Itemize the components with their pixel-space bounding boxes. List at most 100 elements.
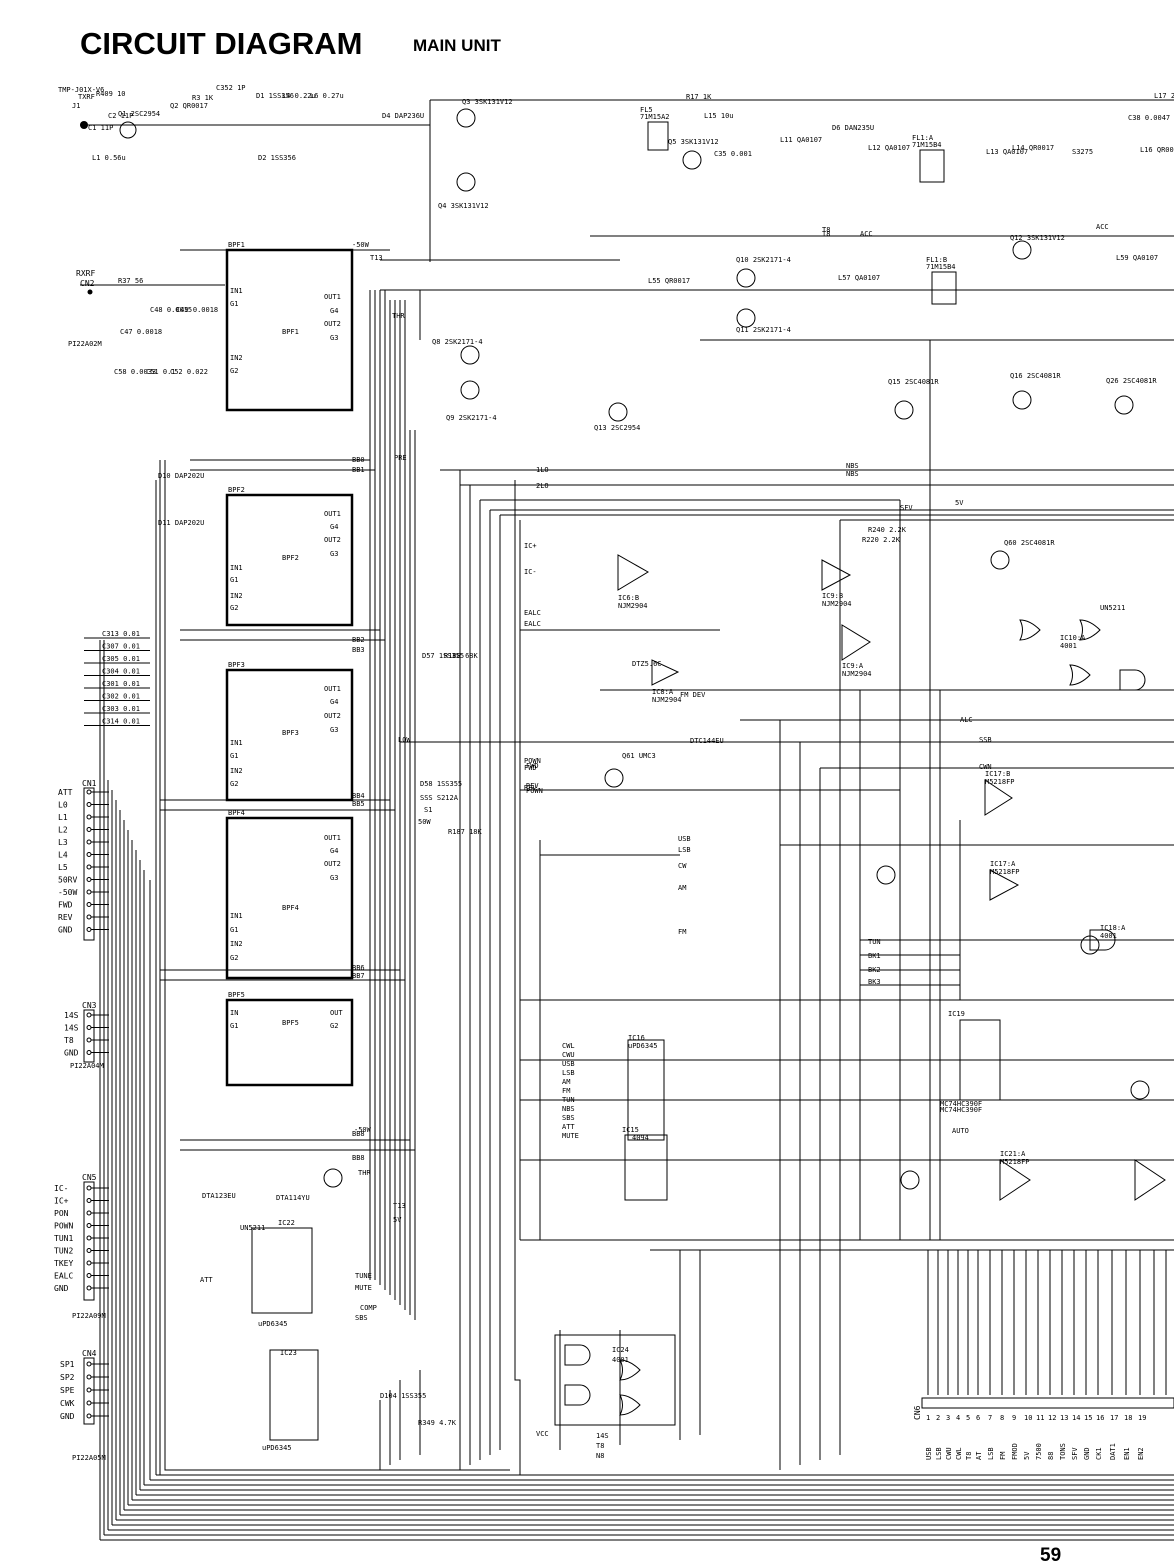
transistor-label-13: Q60 2SC4081R [1004, 539, 1055, 547]
filter-fl1b-ref: FL1:B [926, 256, 947, 264]
bpf5-pin-g1: G1 [230, 1022, 238, 1030]
cn1-pin-0: ATT [58, 788, 73, 797]
cn5-pin-dot-5 [86, 1248, 92, 1253]
misc-label-24: N8 [596, 1452, 604, 1460]
cn3-connector: CN3 PI22A04M [70, 1001, 104, 1070]
bpf4-pin-g4: G4 [330, 847, 338, 855]
bpf2-label: BPF2 [282, 554, 299, 562]
cn5-pin-dot-1 [86, 1198, 92, 1203]
part-label-36: D57 1SS355 [422, 652, 464, 660]
cn3-pin-1: 14S [64, 1024, 79, 1033]
cn5-pin-4: TUN1 [54, 1234, 73, 1243]
ic19-box: IC19 MC74HC390F [940, 1010, 1001, 1114]
ic15-ref: IC15 [622, 1126, 639, 1134]
part-label-42: R187 18K [448, 828, 483, 836]
misc-label-14: T13 [393, 1202, 406, 1210]
filter-fl1a-part: 71M15B4 [912, 141, 942, 149]
opamp-part-8: NJM2904 [842, 670, 872, 678]
misc-label-2: EALC [524, 620, 541, 628]
cn1-pin-dot-2 [86, 814, 92, 820]
net-label-36: AUTO [952, 1127, 969, 1135]
net-label-26: CWN [979, 763, 992, 771]
opamp-part-6: NJM2904 [618, 602, 648, 610]
cn5-pin-dot-6 [86, 1260, 92, 1266]
ic15-part: 4094 [632, 1134, 649, 1142]
cn3-pin-2: T8 [64, 1036, 74, 1045]
bus-label-8: SBS [562, 1114, 575, 1122]
transistor-label-2: Q4 3SK131V12 [438, 202, 489, 210]
ic22-part: uPD6345 [258, 1320, 288, 1328]
opamp-ref-11: IC17:A [990, 860, 1016, 868]
cap-bank-item-6: C303 0.01 [102, 705, 140, 713]
opamp-ref-13: IC10:A [1060, 634, 1086, 642]
cn1-pin-dot-1 [86, 802, 92, 807]
cn6-title: CN6 [913, 1405, 922, 1420]
bus-label-4: AM [562, 1078, 570, 1086]
cn4-connector: CN4 PI22A05M [72, 1349, 106, 1462]
part-label-11: C1 11P [88, 124, 113, 132]
cap-bank-item-3: C304 0.01 [102, 668, 140, 676]
bpf3-pin-in1: IN1 [230, 739, 243, 747]
cn6-pin-12: TONS [1059, 1443, 1067, 1460]
opamp-ref-9: IC8:A [652, 688, 674, 696]
transistor-label-12: Q26 2SC4081R [1106, 377, 1157, 385]
ic22-ref: IC22 [278, 1219, 295, 1227]
ic19-part: MC74HC390F [940, 1106, 982, 1114]
cn6-pin-14: GND [1083, 1447, 1091, 1460]
transistors [119, 108, 1150, 1190]
cn5-pin-7: EALC [54, 1272, 73, 1281]
bpf5-label: BPF5 [282, 1019, 299, 1027]
part-label-14: C49 0.0018 [176, 306, 218, 314]
bpf3-label: BPF3 [282, 729, 299, 737]
cn3-pin-dot-0 [86, 1012, 92, 1018]
net-label-29: CW [678, 862, 687, 870]
bus-label-5: FM [562, 1087, 570, 1095]
misc-label-22: 14S [596, 1432, 609, 1440]
cn1-pin-8: -50W [58, 888, 77, 897]
cn6-pin-4: T8 [965, 1452, 973, 1460]
cn6-pin-3: CWL [955, 1447, 963, 1460]
cn1-connector: CN1 [82, 779, 97, 941]
transistor-label-4: Q8 2SK2171-4 [432, 338, 483, 346]
part-label-21: L59 QA0107 [1116, 254, 1158, 262]
cn6-pin-num-6: 7 [988, 1414, 992, 1422]
part-label-46: D104 1SS355 [380, 1392, 426, 1400]
transistor-label-14: Q61 UMC3 [622, 752, 656, 760]
cn5-pin-dot-7 [86, 1273, 92, 1278]
bpf4-pin-out1: OUT1 [324, 834, 341, 842]
cn1-pin-dot-10 [86, 914, 92, 920]
net-label-21: REV [524, 784, 537, 792]
bpf2-pin-in2: IN2 [230, 592, 243, 600]
part-label-35: R220 2.2K [862, 536, 901, 544]
bus-label-6: TUN [562, 1096, 575, 1104]
transistor-label-9: Q13 2SC2954 [594, 424, 640, 432]
cn4-part: PI22A05M [72, 1454, 106, 1462]
misc-label-9: DTA114YU [276, 1194, 310, 1202]
net-label-15: 2LO [536, 482, 549, 490]
ic24-ref: IC24 [612, 1346, 629, 1354]
filter-fl5-part: 71M15A2 [640, 113, 670, 121]
net-label-1: T13 [370, 254, 383, 262]
cn4-pin-3: CWK [60, 1399, 75, 1408]
misc-label-16: -50W [354, 1126, 372, 1134]
misc-label-3: FWD [526, 762, 539, 770]
bpf1-pin-in1: IN1 [230, 287, 243, 295]
opamps [617, 554, 1166, 1201]
net-label-24: SSB [979, 736, 992, 744]
bpf2-pin-g3: G3 [330, 550, 338, 558]
cn3-pin-dot-1 [86, 1025, 92, 1030]
cn3-title: CN3 [82, 1001, 97, 1010]
opamp-part-9: NJM2904 [652, 696, 682, 704]
cn1-pin-dot-0 [86, 789, 92, 795]
misc-label-20: NBS [846, 470, 859, 478]
cn1-pin-5: L4 [58, 851, 68, 860]
part-label-13: C48 0.0015 [150, 306, 192, 314]
cn4-pin-dot-0 [86, 1361, 92, 1367]
net-label-0: -50W [352, 241, 370, 249]
bpf4-label: BPF4 [282, 904, 299, 912]
cn6-pin-10: 7500 [1035, 1443, 1043, 1460]
opamp-ref-8: IC9:A [842, 662, 864, 670]
antenna-jack: TMP-J01X-V6 J1 TXRF [58, 86, 104, 129]
net-label-7: BB2 [352, 636, 365, 644]
cn1-pin-3: L2 [58, 826, 68, 835]
